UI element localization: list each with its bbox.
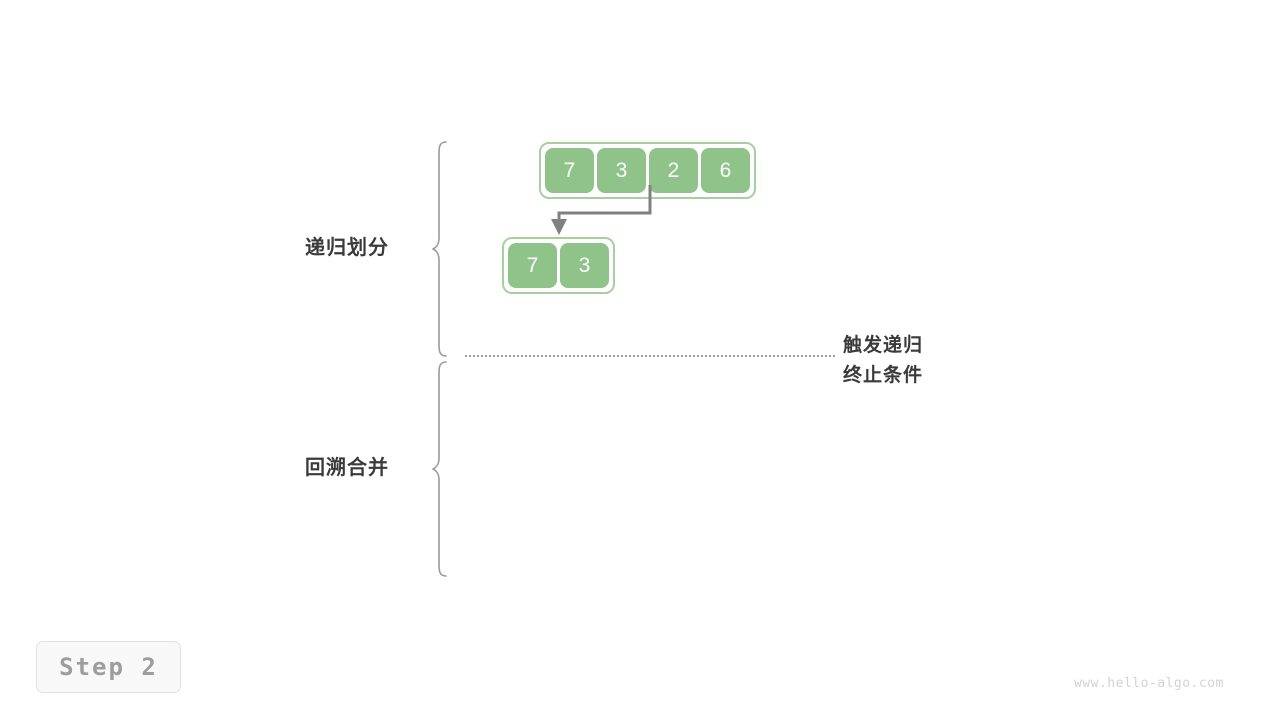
- step-badge-label: Step 2: [59, 653, 158, 681]
- array-cell: 3: [597, 148, 646, 193]
- array-root: 7 3 2 6: [539, 142, 756, 199]
- termination-condition-note: 触发递归 终止条件: [843, 331, 923, 391]
- array-cell: 2: [649, 148, 698, 193]
- array-cell: 7: [545, 148, 594, 193]
- divide-arrow-icon: [551, 185, 652, 235]
- phase-divider: [465, 355, 835, 357]
- phase-label-divide: 递归划分: [305, 237, 389, 259]
- array-cell: 3: [560, 243, 609, 288]
- array-cell: 6: [701, 148, 750, 193]
- step-badge: Step 2: [36, 641, 181, 693]
- phase-label-merge: 回溯合并: [305, 457, 389, 479]
- brace-merge-icon: [432, 361, 447, 577]
- array-cell: 7: [508, 243, 557, 288]
- watermark: www.hello-algo.com: [1074, 676, 1224, 691]
- termination-note-line-2: 终止条件: [843, 365, 924, 386]
- termination-note-line-1: 触发递归: [843, 335, 924, 356]
- array-left-sub: 7 3: [502, 237, 615, 294]
- brace-divide-icon: [432, 141, 447, 357]
